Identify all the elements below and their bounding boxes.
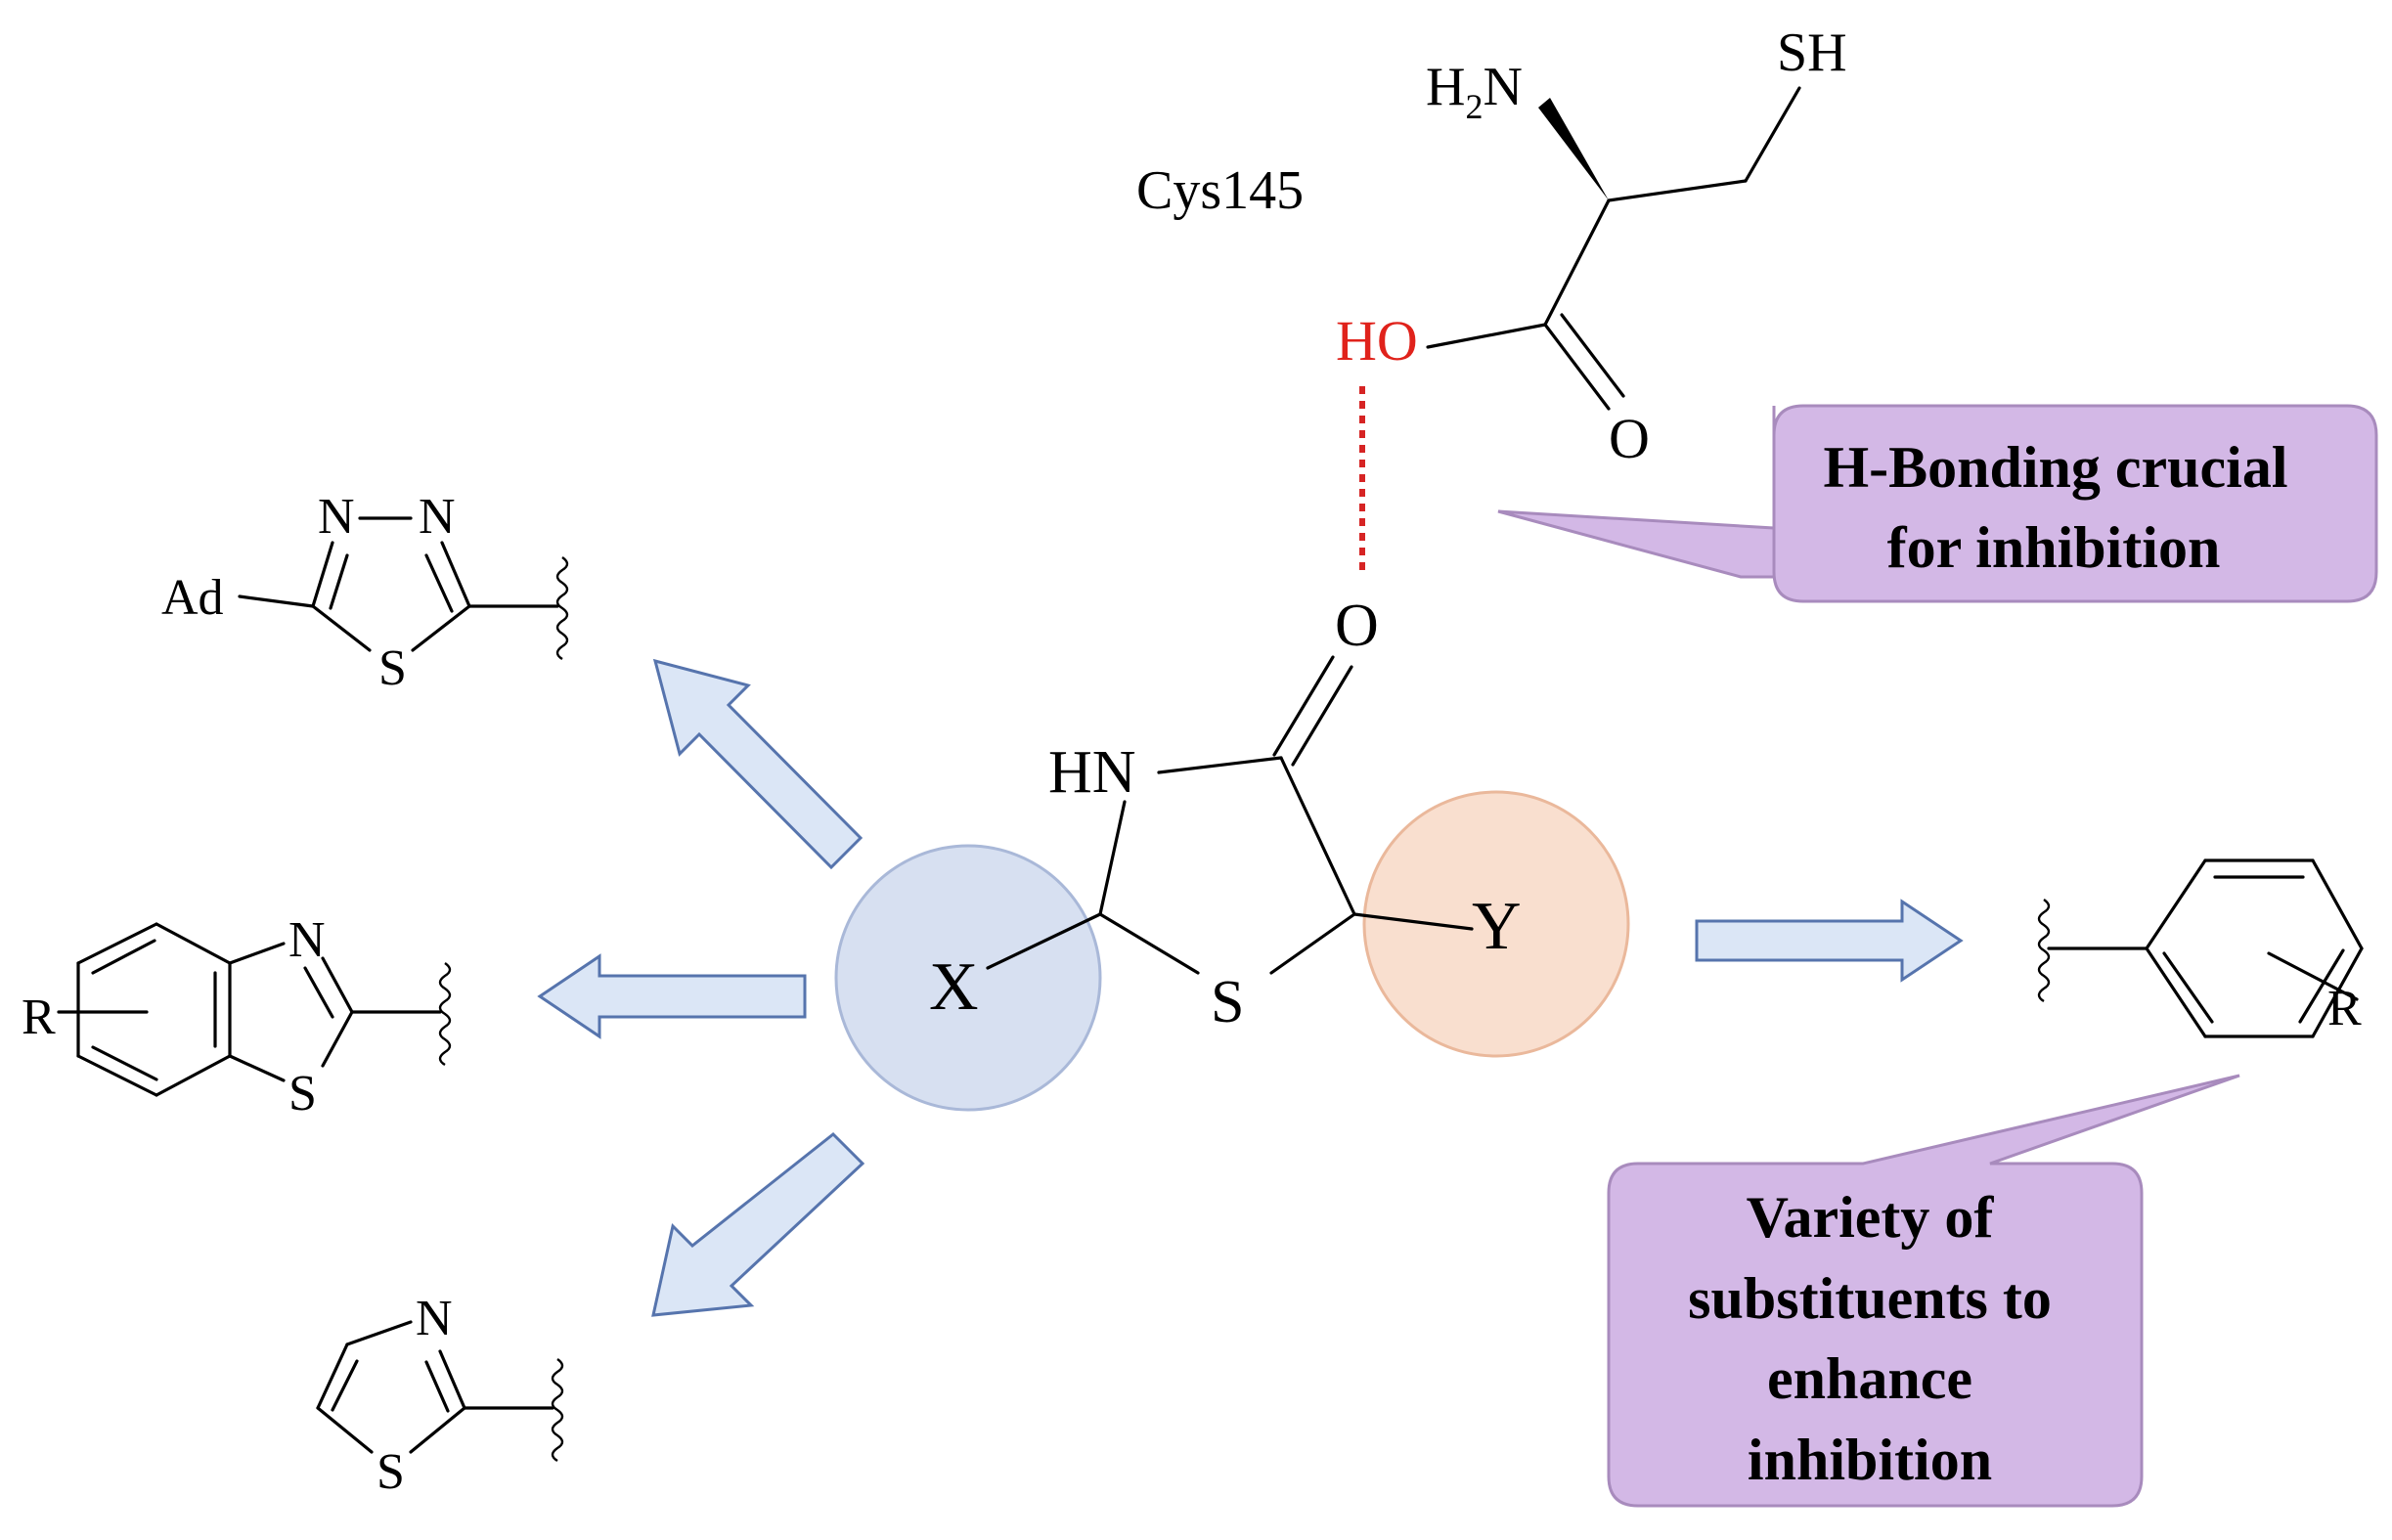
hbond-callout-line2: for inhibition [1887,515,2221,580]
thiadiazole-n2: N [419,489,456,545]
benzothiazole-s: S [288,1066,317,1122]
benzothiazole-r: R [22,990,56,1045]
arrow-down-left [651,1131,865,1317]
variety-callout-line4: inhibition [1748,1428,1992,1492]
thiadiazole-ad: Ad [161,570,224,626]
thiazole-s: S [377,1444,405,1500]
x-circle [834,844,1102,1112]
core-ring-bonds [986,655,1474,975]
residue-o: O [1609,407,1650,470]
arrow-left [537,953,807,1039]
thiadiazole-bonds [238,516,559,652]
residue-nh2: H2N [1426,57,1523,126]
phenyl-bonds [2047,858,2364,1038]
hbond-callout-line1: H-Bonding crucial [1823,435,2287,500]
thiazole-bonds [316,1320,554,1454]
thiazole-attach-wavy [551,1358,564,1463]
thiadiazole-s: S [378,640,407,696]
y-circle [1362,790,1630,1058]
residue-sh: SH [1777,22,1847,83]
residue-bonds [1426,86,1801,411]
thiadiazole-attach-wavy [555,556,569,661]
phenyl-r: R [2327,981,2362,1036]
benzothiazole-n: N [288,912,326,968]
residue-label: Cys145 [1136,160,1304,221]
thiazole-n: N [416,1291,453,1346]
arrow-up-left [652,658,864,870]
thiadiazole-n1: N [318,489,355,545]
core-s: S [1211,969,1244,1035]
variety-callout-shape [1607,1074,2240,1508]
variety-callout-line3: enhance [1767,1346,1972,1411]
core-y: Y [1472,889,1522,964]
arrow-right [1695,899,1964,983]
benzothiazole-bonds [57,922,442,1097]
benzothiazole-attach-wavy [438,962,452,1067]
core-o: O [1335,593,1379,659]
variety-callout-line2: substituents to [1688,1266,2052,1331]
core-hn: HN [1048,739,1136,806]
core-x: X [929,949,979,1025]
variety-callout-line1: Variety of [1747,1185,1995,1250]
phenyl-attach-wavy [2037,899,2051,1003]
hbond-callout-shape [1497,404,2378,603]
residue-ho: HO [1336,309,1418,373]
